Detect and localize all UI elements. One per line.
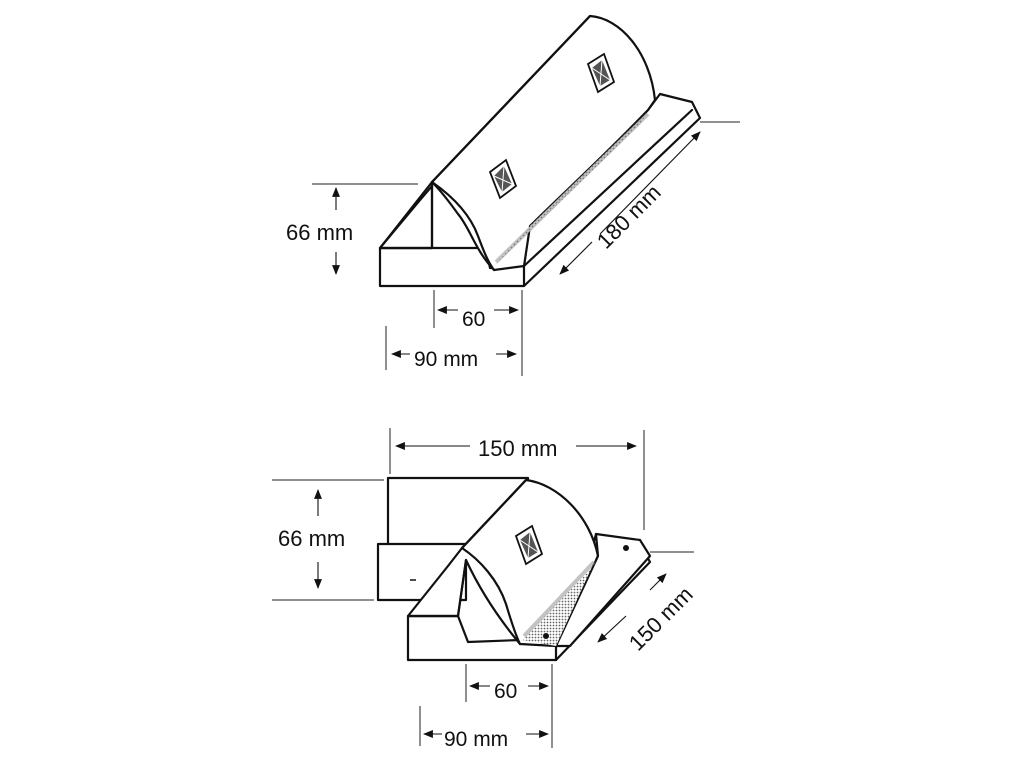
top-chock-hole-1 <box>488 158 518 200</box>
top-chock-rail <box>378 14 657 272</box>
bottom-chock: 150 mm 66 mm 150 mm 60 90 mm <box>272 428 698 751</box>
bottom-depth-label: 150 mm <box>624 582 698 656</box>
top-outer-width-label: 90 mm <box>414 348 478 371</box>
bottom-chock-shade <box>522 558 596 646</box>
bottom-height-label: 66 mm <box>278 526 345 551</box>
top-inner-width-label: 60 <box>462 308 485 331</box>
bottom-width-label: 150 mm <box>478 436 557 461</box>
top-chock: 66 mm 180 mm 60 90 mm <box>286 14 740 376</box>
bottom-outer-width-label: 90 mm <box>444 728 508 751</box>
bottom-chock-hole <box>514 524 544 566</box>
top-chock-hole-2 <box>586 52 616 94</box>
bolt-dot-icon <box>543 633 549 639</box>
bottom-chock-plate <box>554 532 652 648</box>
bolt-dot-icon <box>623 545 629 551</box>
top-height-label: 66 mm <box>286 220 353 245</box>
bottom-inner-width-label: 60 <box>494 680 517 703</box>
